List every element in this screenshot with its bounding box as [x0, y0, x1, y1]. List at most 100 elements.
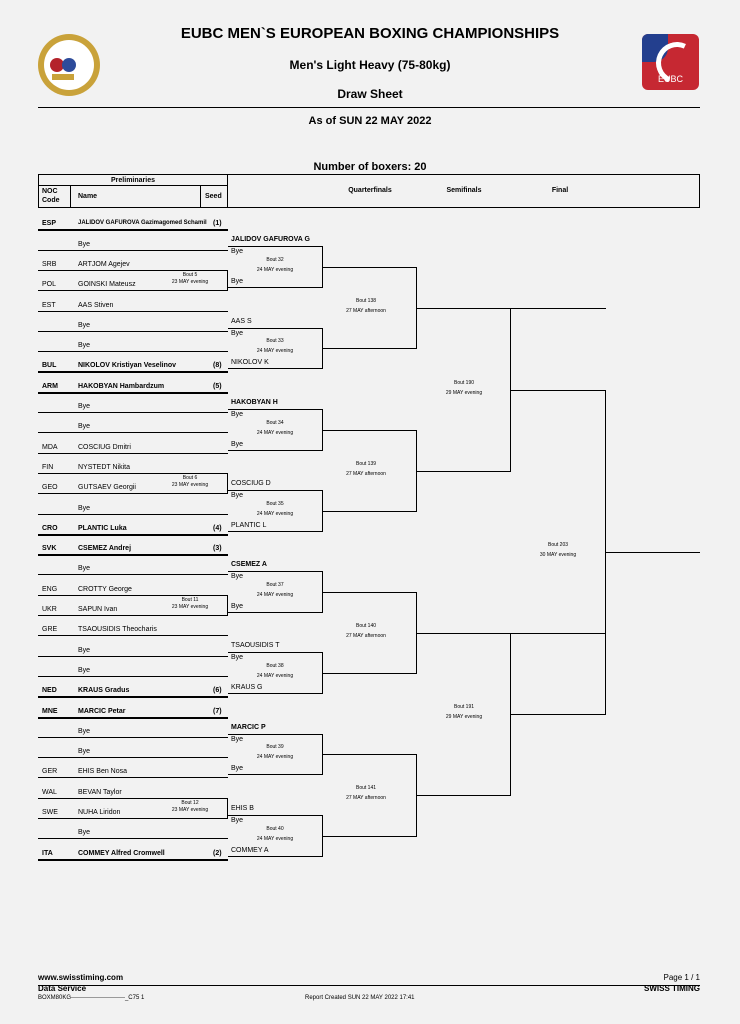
r16-connector	[322, 409, 323, 450]
boxer-row-line	[38, 371, 228, 373]
r16-bout-session: 24 MAY evening	[256, 430, 294, 436]
boxer-name: JALIDOV GAFUROVA Gazimagomed Schamil	[78, 220, 207, 226]
eubc-logo-text: EUBC	[657, 74, 683, 84]
boxer-name: Bye	[78, 423, 91, 430]
qf-bout-session: 27 MAY afternoon	[346, 795, 386, 801]
qf-top-line	[322, 592, 417, 593]
boxer-seed: (5)	[213, 383, 222, 390]
boxer-name: Bye	[78, 748, 91, 755]
r16-connector	[322, 490, 323, 531]
boxer-row-line	[38, 574, 228, 575]
qf-top-line	[322, 754, 417, 755]
boxer-row-line	[38, 514, 228, 515]
boxer-name: Bye	[78, 565, 91, 572]
boxer-row-line	[38, 615, 228, 616]
prelim-bout-number: Bout 5	[182, 272, 198, 278]
boxer-row-line	[38, 635, 228, 636]
r16-bout-session: 24 MAY evening	[256, 592, 294, 598]
r16-top-sub: Bye	[231, 573, 244, 580]
r16-bottom-name: Bye	[231, 278, 244, 285]
r16-top-name: EHIS B	[231, 805, 254, 812]
qf-bout-session: 27 MAY afternoon	[346, 308, 386, 314]
page-number: Page 1 / 1	[663, 973, 700, 982]
boxer-row-line	[38, 351, 228, 352]
qf-bout-number: Bout 141	[355, 785, 377, 791]
sf-bout-session: 29 MAY evening	[445, 714, 483, 720]
r16-bottom-name: COMMEY A	[231, 847, 269, 854]
r16-top-line	[228, 815, 323, 816]
boxer-row-line	[38, 534, 228, 536]
boxer-noc: ITA	[42, 850, 53, 857]
r16-bottom-line	[228, 287, 323, 288]
boxer-noc: NED	[42, 687, 57, 694]
footer-rule	[38, 985, 700, 986]
qf-top-line	[322, 430, 417, 431]
r16-top-line	[228, 734, 323, 735]
header-rule	[38, 107, 700, 108]
champion-line	[605, 552, 700, 553]
boxer-noc: MNE	[42, 708, 58, 715]
boxer-name: Bye	[78, 829, 91, 836]
boxer-row-line	[38, 493, 228, 494]
boxer-name: NIKOLOV Kristiyan Veselinov	[78, 362, 177, 369]
boxer-seed: (1)	[213, 220, 222, 227]
boxer-name: Bye	[78, 342, 91, 349]
r16-bout-number: Bout 39	[266, 744, 284, 750]
boxer-seed: (7)	[213, 708, 222, 715]
qf-connector	[416, 267, 417, 348]
r16-top-name: TSAOUSIDIS T	[231, 642, 280, 649]
r16-connector	[322, 815, 323, 856]
prelim-bout-number: Bout 11	[181, 597, 199, 603]
sf-bout-number: Bout 190	[453, 380, 475, 386]
website-link[interactable]: www.swisstiming.com	[38, 973, 124, 982]
r16-top-sub: Bye	[231, 736, 244, 743]
r16-bottom-line	[228, 531, 323, 532]
sf-bout-session: 29 MAY evening	[445, 390, 483, 396]
boxer-name: ARTJOM Agejev	[78, 261, 130, 268]
boxer-name: GOINSKI Mateusz	[78, 281, 136, 288]
sf-connector	[510, 308, 511, 471]
r16-top-name: CSEMEZ A	[231, 561, 267, 568]
boxer-seed: (8)	[213, 362, 222, 369]
boxer-name: Bye	[78, 728, 91, 735]
boxer-seed: (2)	[213, 850, 222, 857]
final-top-line	[510, 390, 606, 391]
prelim-bout-session: 23 MAY evening	[171, 807, 209, 813]
prelim-connector	[227, 270, 228, 290]
boxer-name: CROTTY George	[78, 586, 132, 593]
weight-category: Men's Light Heavy (75-80kg)	[289, 58, 451, 72]
qf-bout-number: Bout 139	[355, 461, 377, 467]
r16-bout-session: 24 MAY evening	[256, 348, 294, 354]
sf-top-line	[416, 633, 606, 634]
column-header-top-rule	[38, 174, 700, 175]
qf-connector	[416, 430, 417, 511]
boxer-row-line	[38, 473, 228, 474]
r16-bout-number: Bout 40	[266, 826, 284, 832]
boxer-row-line	[38, 859, 228, 861]
r16-bottom-name: NIKOLOV K	[231, 359, 269, 366]
qf-top-line	[322, 267, 417, 268]
boxer-name: NUHA Liridon	[78, 809, 121, 816]
boxer-noc: SRB	[42, 261, 57, 268]
prelim-bout-session: 23 MAY evening	[171, 279, 209, 285]
r16-bout-number: Bout 38	[266, 663, 284, 669]
boxer-name: COMMEY Alfred Cromwell	[78, 850, 165, 857]
boxer-row-line	[38, 838, 228, 839]
boxer-name: Bye	[78, 647, 91, 654]
r16-top-sub: Bye	[231, 492, 244, 499]
qf-bout-session: 27 MAY afternoon	[346, 633, 386, 639]
boxer-name: Bye	[78, 667, 91, 674]
qf-bottom-line	[322, 836, 417, 837]
swiss-timing-brand: SWISS TIMING	[644, 984, 700, 993]
prelim-connector	[227, 798, 228, 818]
federation-logo	[38, 34, 100, 96]
r16-top-name: COSCIUG D	[231, 480, 271, 487]
r16-bout-session: 24 MAY evening	[256, 754, 294, 760]
boxer-name: Bye	[78, 241, 91, 248]
r16-top-name: HAKOBYAN H	[231, 399, 278, 406]
r16-top-line	[228, 490, 323, 491]
column-header-bottom-rule	[38, 207, 700, 208]
as-of-date: As of SUN 22 MAY 2022	[308, 115, 432, 127]
boxer-noc: GRE	[42, 626, 58, 633]
boxer-row-line	[38, 554, 228, 556]
